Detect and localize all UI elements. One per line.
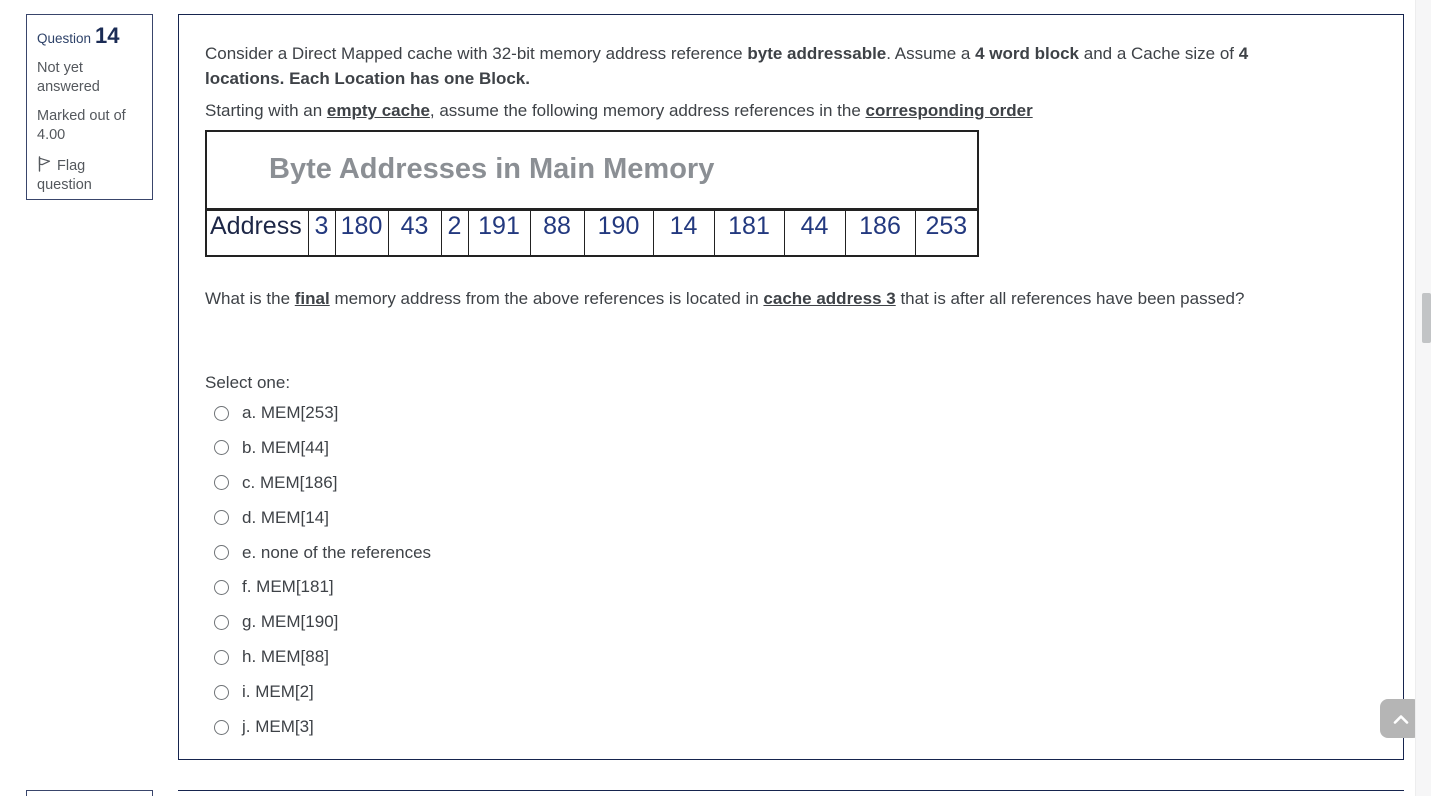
intro-bold-word-block: 4 word block [975,44,1080,63]
prompt-underline-cache-address-3: cache address 3 [763,289,896,308]
intro-text-1: Consider a Direct Mapped cache with 32-b… [205,44,748,63]
prompt-underline-final: final [294,289,330,308]
option-label: i. MEM[2] [242,682,314,702]
answer-option-a[interactable]: a. MEM[253] [214,402,431,424]
option-label: d. MEM[14] [242,507,329,527]
address-value: 186 [844,208,916,257]
radio-button[interactable] [214,405,229,421]
intro-text-2: . Assume a [886,44,976,63]
intro-bold-byte-addressable: byte addressable [747,44,887,63]
byte-addresses-table: Byte Addresses in Main Memory Address 3 … [205,130,980,257]
question-prompt-paragraph: What is the final memory address from th… [205,287,1370,312]
answer-option-h[interactable]: h. MEM[88] [214,646,431,668]
answer-option-c[interactable]: c. MEM[186] [214,472,431,494]
answer-option-f[interactable]: f. MEM[181] [214,576,431,598]
address-value: 2 [440,208,469,257]
chevron-up-icon [1393,714,1408,724]
setup-text-1: Starting with an [205,101,327,120]
question-marks: Marked out of 4.00 [37,108,126,143]
option-label: c. MEM[186] [242,472,338,492]
next-question-content-peek [178,790,1404,796]
answer-option-b[interactable]: b. MEM[44] [214,437,431,459]
prompt-text-2: memory address from the above references… [329,289,764,308]
option-label: j. MEM[3] [242,717,314,737]
radio-button[interactable] [214,475,229,491]
question-content-panel: Consider a Direct Mapped cache with 32-b… [178,14,1404,760]
address-value: 3 [307,208,336,257]
option-label: e. none of the references [242,542,432,562]
address-value: 44 [783,208,846,257]
address-value: 88 [529,208,585,257]
answer-option-d[interactable]: d. MEM[14] [214,507,431,529]
address-value: 253 [914,208,979,257]
option-label: f. MEM[181] [242,577,334,597]
option-label: b. MEM[44] [242,437,329,457]
setup-underline-empty-cache: empty cache [326,101,430,120]
table-address-row: Address 3 180 43 2 191 88 190 14 181 44 … [205,208,979,257]
scroll-to-top-button[interactable] [1380,699,1421,738]
radio-button[interactable] [214,684,229,700]
intro-text-3: and a Cache size of [1079,44,1239,63]
address-value: 181 [713,208,785,257]
question-number: 14 [95,23,120,48]
answer-option-e[interactable]: e. none of the references [214,542,431,564]
setup-underline-corresponding-order: corresponding order [865,101,1033,120]
option-label: h. MEM[88] [242,647,329,667]
radio-button[interactable] [214,579,229,595]
table-title-row: Byte Addresses in Main Memory [205,130,979,211]
setup-text-2: , assume the following memory address re… [429,101,866,120]
address-value: 190 [583,208,654,257]
answer-option-j[interactable]: j. MEM[3] [214,716,431,738]
answer-option-g[interactable]: g. MEM[190] [214,611,431,633]
scrollbar-track[interactable] [1415,0,1431,796]
flag-icon [38,156,51,172]
prompt-text-3: that is after all references have been p… [895,289,1245,308]
radio-button[interactable] [214,719,229,735]
answer-option-i[interactable]: i. MEM[2] [214,681,431,703]
question-status: Not yet answered [37,60,100,95]
next-question-info-peek [26,790,153,796]
scrollbar-thumb[interactable] [1422,293,1431,343]
radio-button[interactable] [214,545,229,561]
answer-options-list: a. MEM[253] b. MEM[44] c. MEM[186] d. ME… [214,402,431,751]
flag-question-label: Flag question [37,158,92,193]
option-label: a. MEM[253] [242,403,339,422]
address-value: 191 [467,208,531,257]
intro-bold-locations: locations. Each Location has one Block. [205,68,530,88]
intro-bold-cache-size: 4 [1238,44,1249,63]
radio-button[interactable] [214,440,229,456]
address-value: 43 [387,208,442,257]
select-one-label: Select one: [205,373,291,392]
address-row-header: Address [205,208,309,257]
radio-button[interactable] [214,614,229,630]
address-value: 14 [652,208,715,257]
question-setup-paragraph: Starting with an empty cache, assume the… [205,99,1357,124]
question-intro-paragraph: Consider a Direct Mapped cache with 32-b… [205,42,1357,91]
radio-button[interactable] [214,649,229,665]
flag-question-link[interactable]: Flag question [37,156,142,195]
table-title: Byte Addresses in Main Memory [205,130,979,211]
radio-button[interactable] [214,510,229,526]
prompt-text-1: What is the [205,289,295,308]
option-label: g. MEM[190] [242,612,339,632]
address-value: 180 [334,208,389,257]
question-label: Question [37,31,92,46]
